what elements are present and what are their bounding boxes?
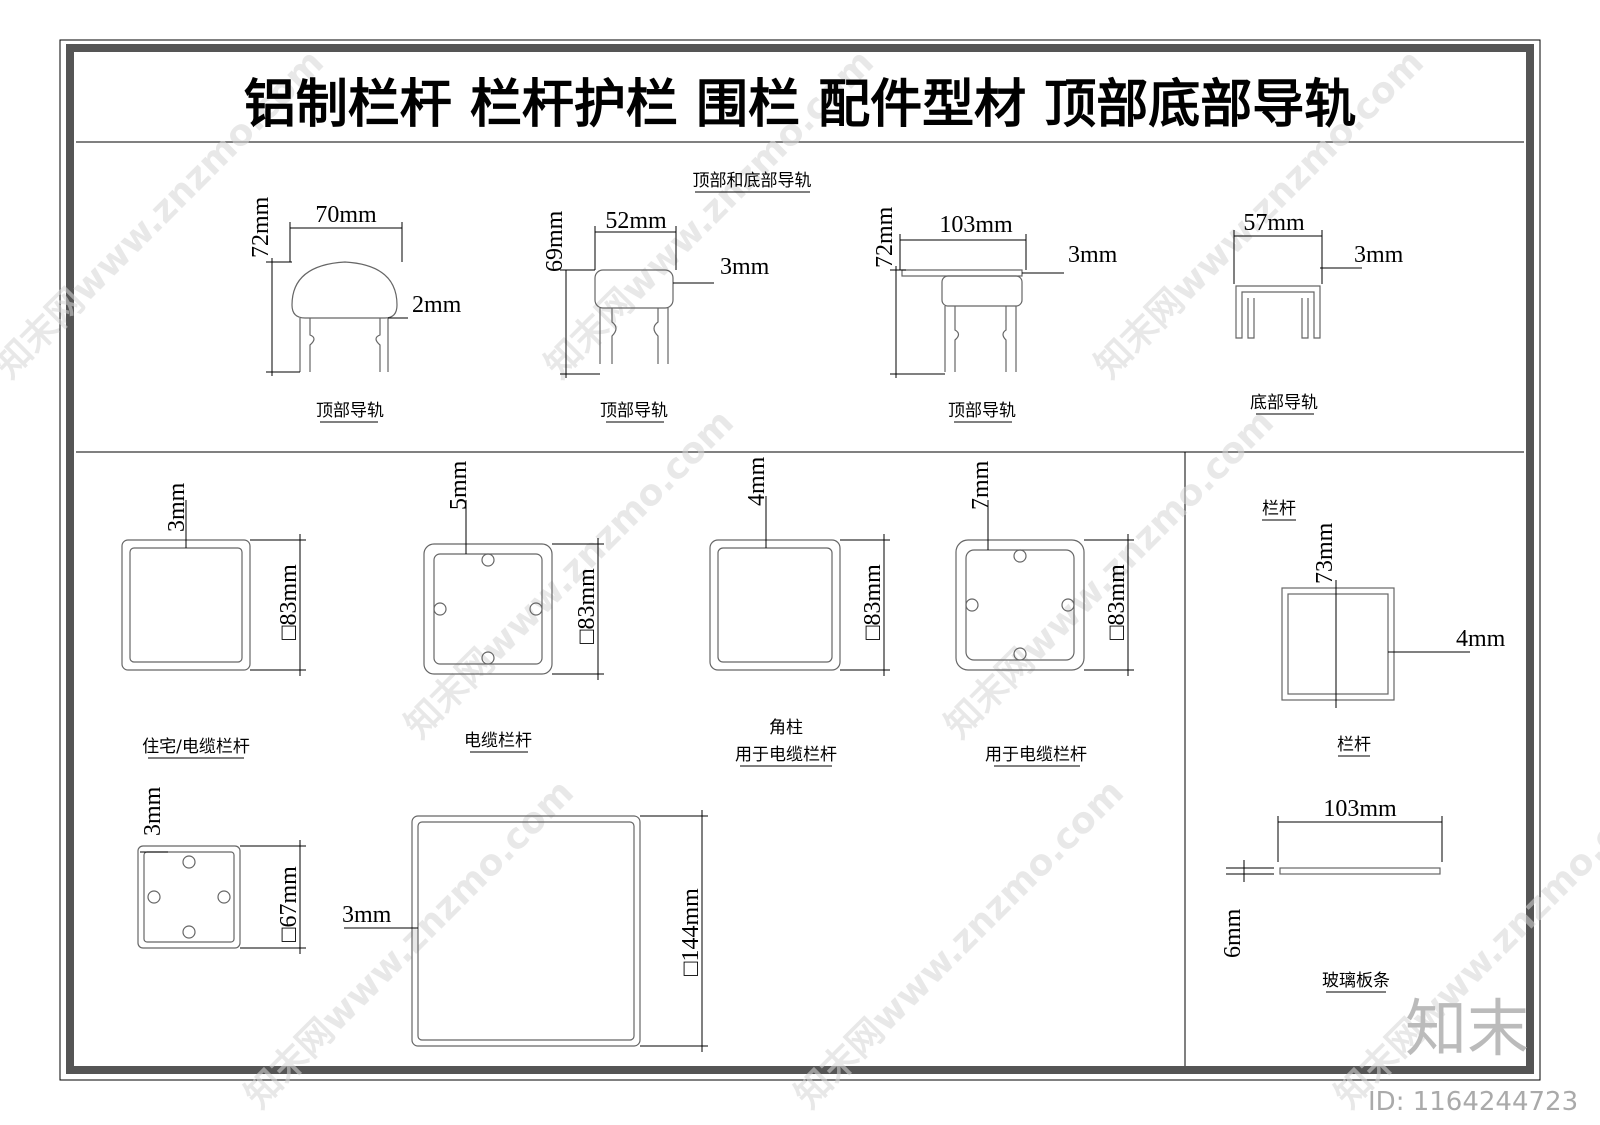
post1-size-label: □83mm [276, 564, 302, 640]
rail2-width-label: 52mm [605, 208, 667, 234]
rail1-caption: 顶部导轨 [316, 401, 384, 421]
glass-thickness-label: 6mm [1220, 908, 1246, 958]
post-profile-6 [344, 810, 708, 1052]
right-section-heading: 栏杆 [1262, 499, 1296, 519]
post1-wall-label: 3mm [164, 482, 190, 532]
border-frame [66, 44, 1534, 1074]
post6-size-label: □144mm [678, 888, 704, 976]
post2-size-label: □83mm [574, 568, 600, 644]
post2-wall-label: 5mm [446, 460, 472, 510]
rail2-caption: 顶部导轨 [600, 401, 668, 421]
watermark-text: 知末网www.znzmo.com [787, 772, 1131, 1116]
rail1-width-label: 70mm [315, 202, 377, 228]
baluster-height-label: 73mm [1312, 522, 1338, 584]
post4-caption: 用于电缆栏杆 [985, 745, 1087, 765]
rail3-width-label: 103mm [939, 212, 1013, 238]
rail3-height-label: 72mm [872, 206, 898, 268]
post-profile-5 [137, 840, 306, 954]
post5-wall-label: 3mm [140, 786, 166, 836]
post3-size-label: □83mm [860, 564, 886, 640]
post3-caption-line1: 角柱 [769, 718, 803, 738]
post1-caption: 住宅/电缆栏杆 [142, 737, 250, 757]
rail-profile-2 [560, 226, 714, 378]
watermark-logo: 知末 [1405, 992, 1529, 1065]
post-profile-3 [709, 496, 890, 676]
glass-width-label: 103mm [1323, 796, 1397, 822]
glass-caption: 玻璃板条 [1322, 971, 1390, 991]
post2-caption: 电缆栏杆 [464, 731, 532, 751]
drawing-title: 铝制栏杆 栏杆护栏 围栏 配件型材 顶部底部导轨 [244, 75, 1356, 135]
post-profile-4 [955, 500, 1134, 676]
rail1-height-label: 72mm [248, 196, 274, 258]
rail4-caption: 底部导轨 [1250, 393, 1318, 413]
rail3-caption: 顶部导轨 [948, 401, 1016, 421]
rail4-wall-label: 3mm [1354, 242, 1404, 268]
post6-wall-label: 3mm [342, 902, 392, 928]
rail-profile-3 [890, 234, 1064, 378]
top-section-heading: 顶部和底部导轨 [693, 171, 812, 191]
post-profile-1 [121, 500, 306, 676]
baluster-wall-label: 4mm [1456, 626, 1506, 652]
rail4-width-label: 57mm [1243, 210, 1305, 236]
baluster-caption: 栏杆 [1337, 735, 1371, 755]
watermark-id: ID: 1164244723 [1368, 1087, 1578, 1117]
outer-frame-line [59, 39, 1541, 1081]
watermark-text: 知末网www.znzmo.com [397, 402, 741, 746]
post4-wall-label: 7mm [968, 460, 994, 510]
post5-size-label: □67mm [276, 866, 302, 942]
post3-wall-label: 4mm [744, 456, 770, 506]
rail-profile-1 [266, 222, 408, 376]
watermark-layer: 知末网www.znzmo.com 知末网www.znzmo.com 知末网www… [0, 42, 1600, 1117]
rail1-wall-label: 2mm [412, 292, 462, 318]
post4-size-label: □83mm [1104, 564, 1130, 640]
rail-profile-4 [1233, 230, 1362, 339]
rail2-height-label: 69mm [542, 210, 568, 272]
post-profile-2 [423, 500, 604, 680]
post3-caption-line2: 用于电缆栏杆 [735, 745, 837, 765]
glass-strip-profile [1226, 816, 1443, 882]
rail2-wall-label: 3mm [720, 254, 770, 280]
baluster-profile [1281, 580, 1470, 708]
rail3-wall-label: 3mm [1068, 242, 1118, 268]
watermark-text: 知末网www.znzmo.com [237, 772, 581, 1116]
